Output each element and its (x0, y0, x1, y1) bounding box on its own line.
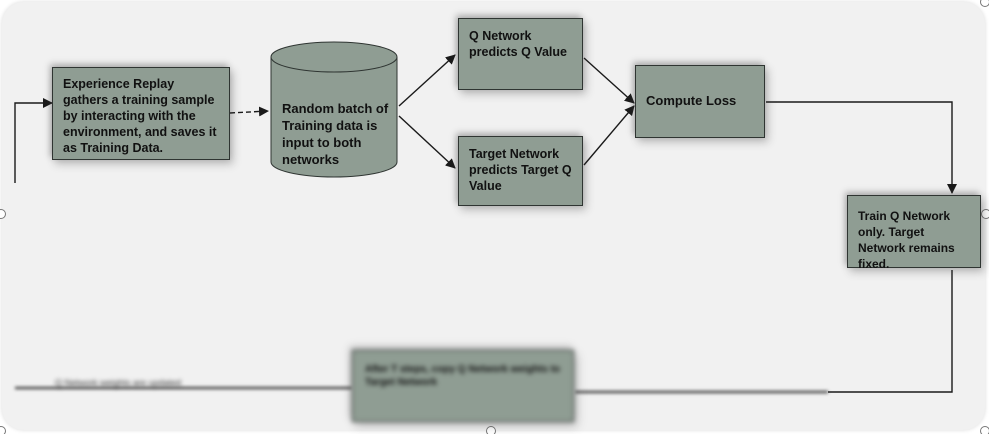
line-train-to-bottom (828, 270, 953, 393)
target-network-text: Target Network predicts Target Q Value (469, 147, 572, 193)
arrow-to-q-network (398, 54, 456, 107)
blurred-bottom-left-text: Q Network weights are updated (55, 378, 182, 388)
blurred-bottom-left-label: Q Network weights are updated (55, 378, 185, 389)
training-data-cylinder (270, 41, 398, 178)
loop-arrow-into-experience-replay (14, 98, 53, 183)
resize-handle-left-middle[interactable] (0, 209, 6, 219)
arrow-loss-to-train (766, 101, 957, 194)
dashed-arrow-to-cylinder (229, 106, 269, 117)
arrow-to-target-network (398, 115, 456, 169)
resize-handle-bottom-right[interactable] (980, 426, 989, 434)
arrow-target-to-loss (583, 105, 635, 166)
experience-replay-text: Experience Replay gathers a training sam… (63, 77, 217, 155)
arrow-q-to-loss (583, 57, 635, 104)
train-q-network-box[interactable]: Train Q Network only. Target Network rem… (847, 195, 981, 271)
q-network-box[interactable]: Q Network predicts Q Value (458, 18, 583, 90)
experience-replay-box[interactable]: Experience Replay gathers a training sam… (52, 67, 230, 160)
resize-handle-bottom-left[interactable] (0, 426, 6, 434)
resize-handle-top-right[interactable] (980, 0, 989, 7)
train-q-network-text: Train Q Network only. Target Network rem… (858, 209, 955, 271)
compute-loss-text: Compute Loss (646, 93, 737, 108)
resize-handle-bottom-middle[interactable] (486, 426, 496, 434)
random-batch-text: Random batch of Training data is input t… (282, 101, 389, 167)
blurred-copy-weights-box: After T steps, copy Q Network weights to… (352, 350, 574, 422)
blurred-copy-weights-text: After T steps, copy Q Network weights to… (365, 364, 561, 388)
compute-loss-box[interactable]: Compute Loss (635, 65, 765, 138)
resize-handle-right-middle[interactable] (981, 209, 989, 219)
q-network-text: Q Network predicts Q Value (469, 29, 567, 59)
target-network-box[interactable]: Target Network predicts Target Q Value (458, 136, 583, 206)
